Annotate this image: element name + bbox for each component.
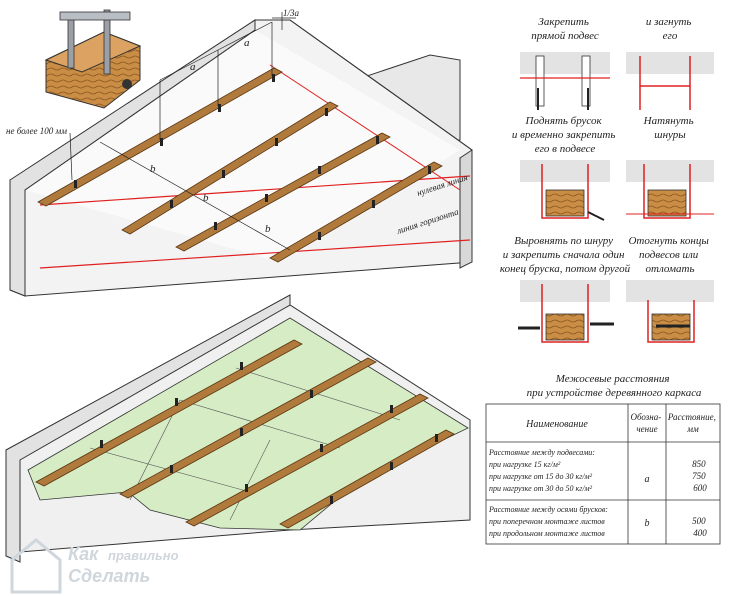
wall-edge-right (289, 19, 473, 151)
top-ceiling-diagram: a a 1/3a b b b не более 100 мм нулевая л… (6, 8, 473, 297)
header-name: Наименование (525, 419, 588, 430)
batten-2 (121, 101, 339, 235)
step-6-illustration (626, 280, 714, 343)
dim-b-label-3: b (265, 223, 271, 235)
bottom-left-wall (5, 294, 291, 563)
row-2-designation: b (645, 518, 650, 529)
dim-a-label-2: a (244, 37, 250, 49)
site-logo: Как правильно Сделать (10, 538, 179, 594)
dimension-lines (69, 12, 296, 251)
step-1-text: Закрепить прямой подвес (531, 16, 599, 42)
hangers-top (74, 74, 431, 240)
ceiling-plane (25, 30, 460, 262)
bottom-hangers (100, 362, 438, 504)
dim-third-label: 1/3a (283, 8, 300, 18)
logo-line-1: Как (68, 544, 99, 564)
row-2-values: 500 400 (692, 516, 708, 538)
step-6-text: Отогнуть концы подвесов или отломать (628, 235, 711, 275)
table-title: Межосевые расстояния при устройстве дере… (527, 373, 702, 399)
batten-4 (269, 161, 443, 263)
dim-a-label-1: a (190, 61, 196, 73)
step-5-illustration (518, 280, 614, 343)
left-wall-face (9, 19, 256, 297)
header-designation: Обозна- чение (630, 412, 663, 434)
edge-note-label: не более 100 мм (6, 126, 67, 136)
zero-red-line (39, 175, 471, 206)
horizon-red-line (39, 239, 471, 269)
step-5-text: Выровнять по шнуру и закрепить сначала о… (500, 235, 631, 275)
dim-b-label-2: b (203, 192, 209, 204)
step-3-text: Поднять брусок и временно закрепить его … (512, 115, 618, 155)
step-3-illustration (520, 160, 610, 221)
step-1-illustration (520, 52, 610, 110)
spacing-table: Межосевые расстояния при устройстве дере… (485, 373, 721, 545)
bottom-ceiling-diagram (5, 294, 471, 563)
logo-line-2: Сделать (68, 566, 150, 586)
dim-b-label-1: b (150, 163, 156, 175)
batten-3 (175, 132, 391, 252)
row-1-designation: a (645, 474, 650, 485)
house-icon (10, 538, 62, 594)
bottom-battens (35, 339, 455, 529)
logo-line-1b: правильно (108, 548, 179, 563)
step-4-illustration (626, 160, 714, 219)
step-2-illustration (626, 52, 714, 110)
step-2-text: и загнуть его (646, 16, 694, 42)
header-distance: Расстояние, мм (667, 412, 718, 434)
row-1-name: Расстояние между подвесами: при нагрузке… (488, 448, 597, 493)
step-4-text: Натянуть шнуры (643, 115, 697, 141)
row-2-name: Расстояние между осями брусков: при попе… (488, 505, 610, 538)
right-wall-face (459, 149, 473, 269)
row-1-values: 850 750 600 (692, 459, 708, 493)
hanger-inset (44, 9, 142, 109)
steps-panel: Закрепить прямой подвес и загнуть его По… (500, 16, 714, 343)
